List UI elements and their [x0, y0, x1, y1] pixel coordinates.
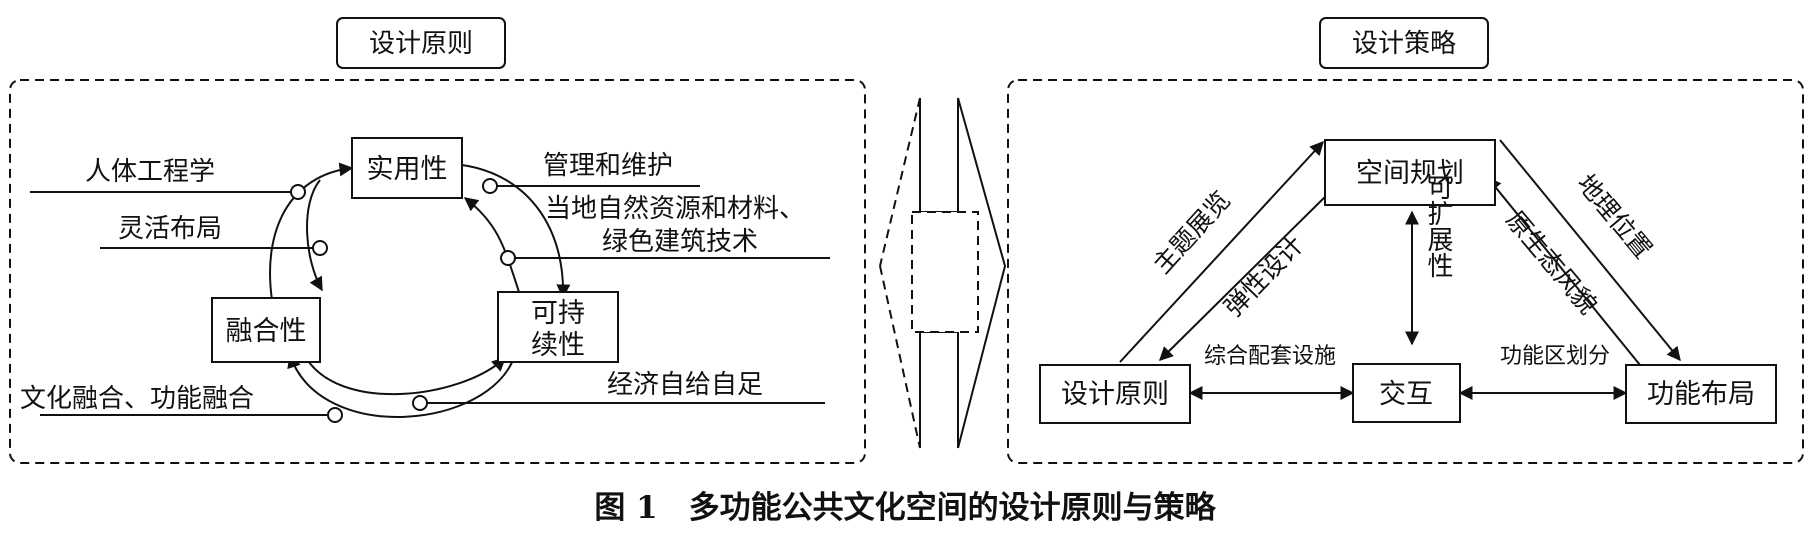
transition-chevron — [957, 97, 1007, 449]
node-spatial-planning: 空间规划 — [1324, 139, 1496, 206]
node-integration-label: 融合性 — [226, 316, 307, 347]
node-functional-layout-label: 功能布局 — [1647, 379, 1755, 410]
edge-geographic-location — [1499, 139, 1681, 362]
transition-upper-stem — [919, 98, 959, 213]
arc-sustainability-to-integration — [287, 353, 516, 418]
node-sustainability: 可持 续性 — [497, 291, 619, 363]
junction-dot-flexible-layout — [312, 240, 328, 256]
junction-dot-cultural — [327, 407, 343, 423]
edge-theme-exhibition — [1119, 140, 1324, 363]
node-sustainability-label-2: 续性 — [531, 330, 585, 361]
strategies-title-box: 设计策略 — [1319, 17, 1489, 69]
junction-dot-management — [482, 178, 498, 194]
arc-integration-to-practicality — [269, 162, 354, 301]
factor-management: 管理和维护 — [543, 151, 673, 181]
factor-ergonomics: 人体工程学 — [85, 157, 215, 187]
node-design-principles: 设计原则 — [1039, 364, 1191, 424]
factor-local-resources-1: 当地自然资源和材料、 — [545, 194, 805, 224]
node-practicality-label: 实用性 — [367, 154, 448, 185]
node-interaction-label: 交互 — [1379, 379, 1433, 410]
principles-title-box: 设计原则 — [336, 17, 506, 69]
factor-flexible-layout: 灵活布局 — [118, 214, 222, 244]
node-functional-layout: 功能布局 — [1625, 364, 1777, 424]
node-design-principles-label: 设计原则 — [1061, 379, 1169, 410]
principles-title: 设计原则 — [369, 29, 473, 59]
node-spatial-planning-label: 空间规划 — [1356, 158, 1464, 189]
edge-flexible-design — [1159, 189, 1333, 361]
node-sustainability-label-1: 可持 — [531, 298, 585, 329]
junction-dot-economic — [412, 395, 428, 411]
arc-practicality-to-integration — [306, 179, 323, 292]
label-flexible-design: 弹性设计 — [1219, 230, 1309, 322]
node-integration: 融合性 — [211, 297, 321, 363]
transition-arrow — [879, 97, 1007, 449]
label-functional-zoning: 功能区划分 — [1500, 344, 1610, 369]
label-theme-exhibition: 主题展览 — [1147, 185, 1235, 279]
node-practicality: 实用性 — [351, 137, 463, 199]
transition-dashed-box — [911, 211, 979, 333]
junction-dot-ergonomics — [290, 184, 306, 200]
node-interaction: 交互 — [1352, 363, 1461, 423]
arc-practicality-to-sustainability — [461, 164, 571, 299]
label-expandability: 可扩展性 — [1423, 174, 1453, 278]
factor-local-resources-2: 绿色建筑技术 — [602, 227, 758, 257]
arc-sustainability-to-practicality — [463, 197, 521, 296]
label-geographic-location: 地理位置 — [1571, 169, 1658, 264]
transition-dashed-upper — [879, 97, 921, 267]
junction-dot-local-resources — [500, 250, 516, 266]
factor-economic: 经济自给自足 — [607, 370, 763, 400]
label-original-ecology: 原生态风貌 — [1500, 205, 1603, 319]
factor-cultural: 文化融合、功能融合 — [20, 384, 254, 414]
transition-dashed-lower — [879, 265, 921, 449]
strategies-title: 设计策略 — [1352, 29, 1456, 59]
arc-integration-to-sustainability — [301, 349, 507, 396]
label-supporting-facilities: 综合配套设施 — [1204, 344, 1336, 369]
figure-caption: 图 1 多功能公共文化空间的设计原则与策略 — [594, 490, 1216, 526]
edge-original-ecology — [1487, 176, 1641, 366]
transition-lower-stem — [919, 331, 959, 448]
